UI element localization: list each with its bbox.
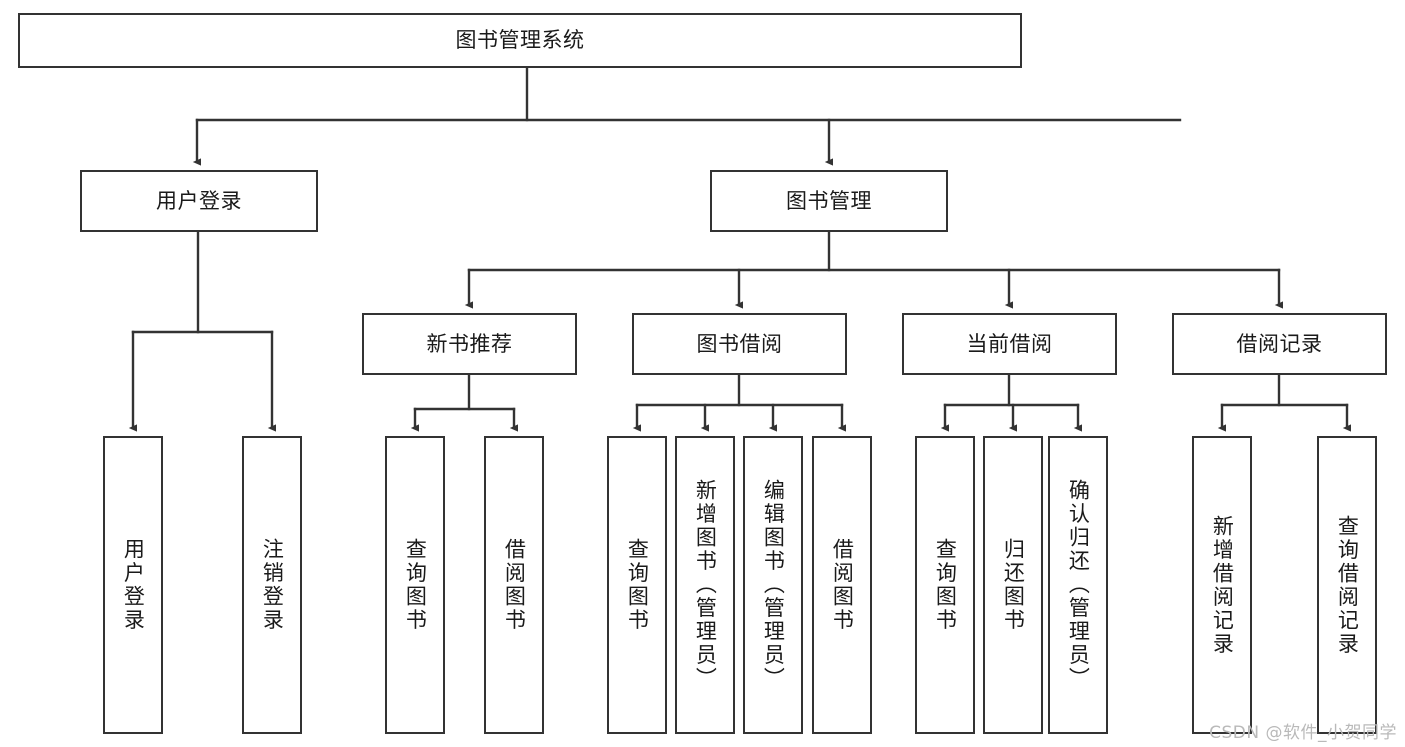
node-root-system[interactable]: 图书管理系统	[18, 13, 1022, 68]
node-label: 新增图书（管理员）	[693, 479, 718, 691]
node-label: 用户登录	[156, 188, 242, 213]
node-label: 查询图书	[625, 538, 650, 632]
node-label: 确认归还（管理员）	[1066, 479, 1091, 691]
node-user-login[interactable]: 用户登录	[80, 170, 318, 232]
node-label: 图书管理	[786, 188, 872, 213]
leaf-borrow-query-book[interactable]: 查询图书	[607, 436, 667, 734]
leaf-user-login[interactable]: 用户登录	[103, 436, 163, 734]
node-current-borrow[interactable]: 当前借阅	[902, 313, 1117, 375]
node-label: 借阅图书	[830, 538, 855, 632]
node-label: 借阅图书	[502, 538, 527, 632]
node-label: 新增借阅记录	[1210, 514, 1235, 656]
node-label: 归还图书	[1001, 538, 1026, 632]
leaf-current-confirm-return[interactable]: 确认归还（管理员）	[1048, 436, 1108, 734]
leaf-borrow-edit-book[interactable]: 编辑图书（管理员）	[743, 436, 803, 734]
leaf-current-query-book[interactable]: 查询图书	[915, 436, 975, 734]
node-label: 编辑图书（管理员）	[761, 479, 786, 691]
leaf-recommend-borrow-book[interactable]: 借阅图书	[484, 436, 544, 734]
node-book-borrow[interactable]: 图书借阅	[632, 313, 847, 375]
node-label: 图书借阅	[696, 331, 783, 356]
node-label: 查询图书	[933, 538, 958, 632]
csdn-watermark: CSDN @软件_小贺同学	[1209, 723, 1397, 743]
node-label: 注销登录	[260, 538, 285, 632]
node-borrow-record[interactable]: 借阅记录	[1172, 313, 1387, 375]
node-label: 新书推荐	[426, 331, 513, 356]
leaf-record-query[interactable]: 查询借阅记录	[1317, 436, 1377, 734]
node-label: 用户登录	[121, 538, 146, 632]
node-label: 当前借阅	[966, 331, 1053, 356]
leaf-current-return-book[interactable]: 归还图书	[983, 436, 1043, 734]
leaf-recommend-query-book[interactable]: 查询图书	[385, 436, 445, 734]
node-label: 查询图书	[403, 538, 428, 632]
leaf-user-logout[interactable]: 注销登录	[242, 436, 302, 734]
node-label: 查询借阅记录	[1335, 514, 1360, 656]
node-book-management[interactable]: 图书管理	[710, 170, 948, 232]
node-new-book-recommend[interactable]: 新书推荐	[362, 313, 577, 375]
leaf-borrow-borrow-book[interactable]: 借阅图书	[812, 436, 872, 734]
leaf-borrow-add-book[interactable]: 新增图书（管理员）	[675, 436, 735, 734]
leaf-record-add[interactable]: 新增借阅记录	[1192, 436, 1252, 734]
node-label: 借阅记录	[1236, 331, 1323, 356]
node-label: 图书管理系统	[455, 28, 585, 53]
